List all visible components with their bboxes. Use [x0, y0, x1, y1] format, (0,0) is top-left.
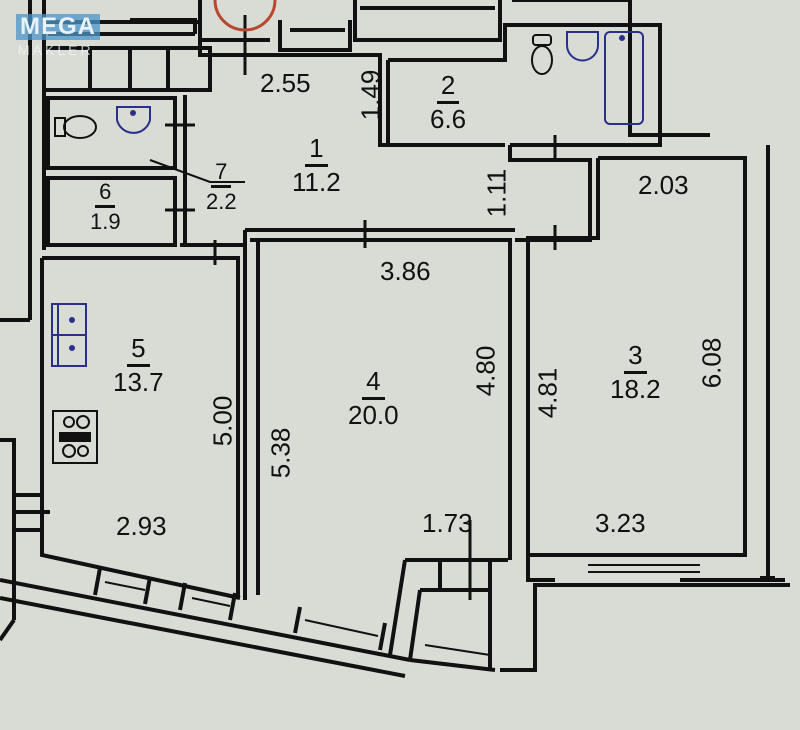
room-area: 1.9 — [90, 209, 121, 235]
watermark-logo: MEGA — [16, 14, 100, 40]
dim-corridor-side: 1.11 — [481, 168, 512, 218]
room-area: 11.2 — [292, 167, 341, 198]
dim-hall-side: 1.49 — [355, 69, 386, 121]
dim-room4-top: 3.86 — [380, 256, 431, 286]
room-4-label: 4 20.0 — [348, 367, 399, 431]
room-3-label: 3 18.2 — [610, 341, 661, 405]
room-number: 6 — [95, 180, 116, 209]
room-area: 13.7 — [113, 367, 164, 398]
room-5-label: 5 13.7 — [113, 334, 164, 398]
room-area: 6.6 — [430, 104, 467, 135]
room-6-label: 6 1.9 — [90, 180, 121, 233]
dim-room3-left: 4.81 — [532, 367, 563, 419]
dim-room3-bottom: 3.23 — [595, 508, 646, 538]
room-2-label: 2 6.6 — [430, 71, 467, 135]
sink-icon — [116, 31, 599, 134]
stove-icon — [52, 410, 98, 464]
room-number: 4 — [362, 367, 385, 401]
room-7-label: 7 2.2 — [206, 160, 237, 213]
room-number: 5 — [127, 334, 150, 368]
room-number: 3 — [624, 341, 647, 375]
dim-room3-top: 2.03 — [638, 170, 689, 200]
dim-room4-left: 5.38 — [265, 427, 296, 479]
room-number: 7 — [211, 160, 232, 189]
dim-kitchen-bottom: 2.93 — [116, 511, 167, 541]
dim-balcony: 1.73 — [422, 508, 473, 538]
dim-room4-right: 4.80 — [470, 345, 501, 397]
room-number: 2 — [436, 71, 460, 105]
dim-hall-width: 2.55 — [260, 68, 311, 98]
room-number: 1 — [305, 134, 328, 168]
watermark-subtitle: MAKLER — [18, 42, 94, 58]
room-area: 18.2 — [610, 374, 661, 405]
dim-kitchen-right: 5.00 — [207, 395, 238, 447]
double-sink-icon — [51, 303, 87, 367]
room-1-label: 1 11.2 — [292, 134, 341, 198]
dim-room3-right: 6.08 — [696, 337, 727, 389]
bathtub-icon — [604, 31, 644, 125]
room-area: 20.0 — [348, 400, 399, 431]
toilet-icon — [54, 34, 553, 139]
room-area: 2.2 — [206, 189, 237, 215]
